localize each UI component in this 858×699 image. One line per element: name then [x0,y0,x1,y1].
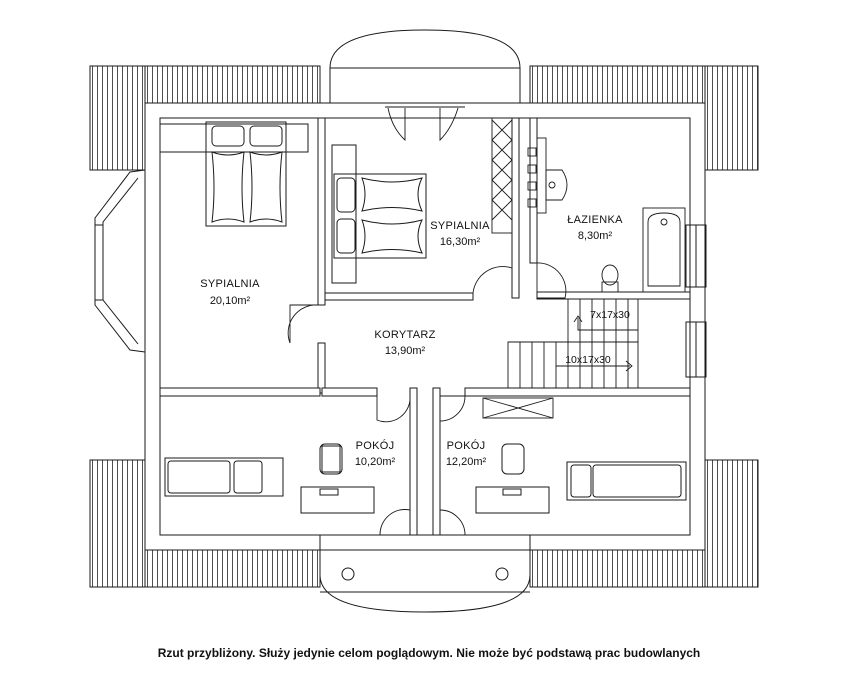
top-balcony [329,29,521,108]
floor-plan-drawing [89,29,759,613]
room-name-bedroom-center: SYPIALNIA [430,220,490,232]
bay-window [94,169,146,353]
room-area-room-left: 10,20m² [354,456,396,468]
doors [287,107,567,536]
disclaimer-caption: Rzut przybliżony. Służy jedynie celom po… [157,646,701,660]
room-name-bathroom: ŁAZIENKA [567,214,623,226]
skylight [482,397,554,419]
staircase [507,298,639,389]
room-name-room-right: POKÓJ [446,440,486,452]
room-name-room-left: POKÓJ [355,440,395,452]
bed-center-bedroom [331,144,427,284]
roof-slopes [89,65,759,588]
bottom-balcony [319,535,531,613]
room-area-corridor: 13,90m² [384,345,426,357]
bathroom-fixtures [527,137,686,293]
interior-walls [159,117,691,536]
stairs-lower-label: 10x17x30 [565,354,611,366]
room-area-bedroom-center: 16,30m² [439,236,481,248]
floor-plan: SYPIALNIA 20,10m² SYPIALNIA 16,30m² ŁAZI… [89,29,759,613]
room-name-corridor: KORYTARZ [374,329,436,341]
room-area-bathroom: 8,30m² [577,230,613,242]
furniture-room-left [164,443,375,514]
bed-left-bedroom [159,121,309,227]
right-windows [685,224,707,378]
furniture-room-right [475,443,687,514]
room-name-bedroom-left: SYPIALNIA [200,278,260,290]
wardrobe [491,117,513,234]
room-area-bedroom-left: 20,10m² [209,295,251,307]
stairs-upper-label: 7x17x30 [590,309,630,321]
room-area-room-right: 12,20m² [445,456,487,468]
